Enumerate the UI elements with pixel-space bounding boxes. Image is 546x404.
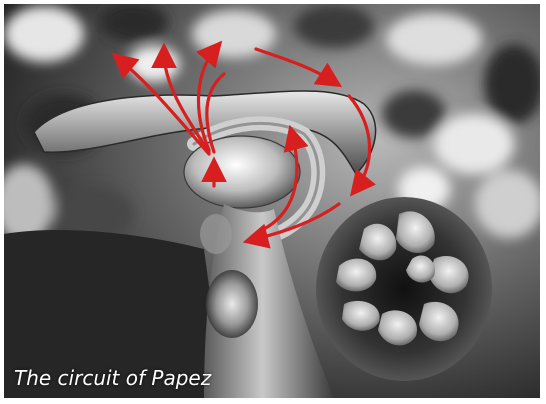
cerebellum	[316, 197, 492, 381]
pons	[206, 270, 258, 338]
brain-illustration	[4, 4, 540, 398]
image-caption: The circuit of Papez	[14, 366, 211, 390]
image-frame: The circuit of Papez	[4, 4, 540, 398]
